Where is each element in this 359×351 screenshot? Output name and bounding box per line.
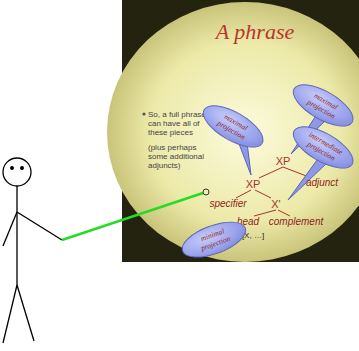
speech-bubble: maximal projection — [196, 97, 270, 157]
tree-lines — [236, 167, 309, 216]
bar-label: X' — [271, 198, 280, 211]
slide-title: A phrase — [216, 19, 294, 44]
phrase-label: XP — [246, 178, 261, 191]
bubble-text: minimal projection — [190, 225, 237, 256]
phrase-label: XP — [276, 155, 291, 168]
bullet-note: (plus perhaps some additional adjuncts) — [148, 143, 212, 171]
tree-term: adjunct — [306, 177, 338, 189]
laser-pointer — [62, 193, 203, 240]
bubble-text: maximal projection — [210, 109, 256, 145]
pointer-dot — [203, 189, 209, 195]
bubble-text: maximal projection — [300, 88, 346, 124]
bullet-dot — [142, 112, 145, 115]
tree-term: complement — [269, 216, 323, 228]
stick-figure — [3, 158, 62, 343]
bubble-text: intermediate projection — [300, 130, 346, 166]
speech-bubble: minimal projection — [177, 214, 251, 265]
tree-term: specifier — [209, 198, 246, 210]
speech-bubble: intermediate projection — [286, 118, 359, 178]
